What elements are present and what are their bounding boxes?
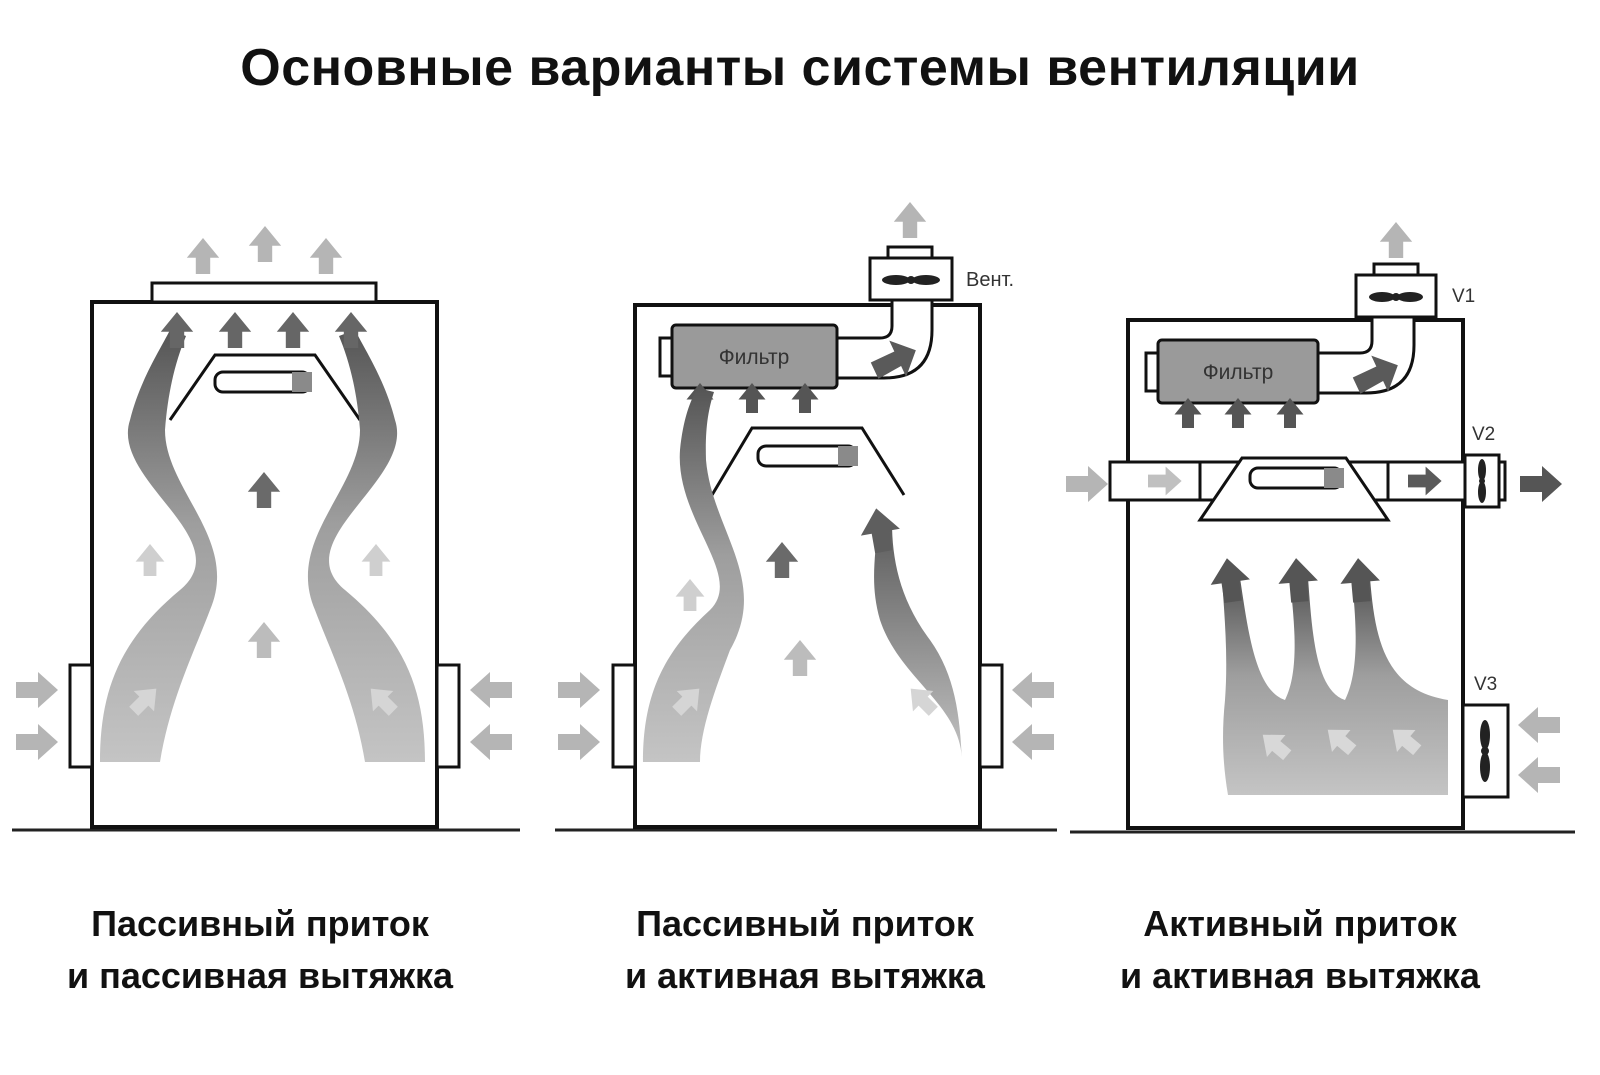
exhaust-arrows: [160, 312, 368, 348]
panel-passive-active: Фильтр Вент.: [555, 202, 1057, 832]
fan-v1-label: V1: [1452, 286, 1475, 307]
caption-panel-1: Пассивный приток и пассивная вытяжка: [0, 898, 520, 1002]
lamp-cap: [1324, 468, 1344, 488]
fan-blade-icon: [882, 275, 940, 285]
flow-ribbon-left: [643, 388, 744, 762]
fan-blade-icon: [1369, 292, 1423, 302]
caption-line-2: и пассивная вытяжка: [66, 955, 454, 996]
fan-outflow-arrow: [1379, 222, 1413, 258]
inlet-left: [68, 663, 94, 769]
filter-label: Фильтр: [719, 346, 790, 369]
room-outline: [633, 303, 982, 829]
fan-blade-icon: [1478, 459, 1486, 503]
panel-active-active: Фильтр V1: [1066, 222, 1575, 834]
filter-end-cap: [1144, 351, 1160, 393]
duct-flow-arrow: [870, 340, 916, 379]
fan-collar: [1372, 262, 1420, 277]
lamp-cap: [838, 446, 858, 466]
caption-line-2: и активная вытяжка: [1120, 955, 1480, 996]
caption-line-1: Пассивный приток: [91, 903, 429, 944]
flow-ribbon-right: [874, 520, 962, 762]
filter-end-cap: [658, 336, 674, 378]
caption-panel-3: Активный приток и активная вытяжка: [1040, 898, 1560, 1002]
inlet-left: [611, 663, 637, 769]
roof-vent: [150, 281, 378, 304]
fan-v3-label: V3: [1474, 674, 1497, 695]
heat-source-hood: [710, 426, 906, 496]
lamp-cap: [292, 372, 312, 392]
diagram-title: Основные варианты системы вентиляции: [240, 39, 1360, 97]
flow-ribbon-left: [100, 330, 218, 762]
fan-outflow-arrow: [893, 202, 927, 238]
flow-head-right: [856, 504, 904, 556]
supply-air-plume: [1222, 578, 1448, 795]
heat-source-hood: [168, 353, 362, 421]
inlet-right: [978, 663, 1004, 769]
fan-v2-label: V2: [1472, 424, 1495, 445]
outside-outflow-arrow: [1520, 466, 1562, 502]
caption-line-1: Активный приток: [1143, 903, 1457, 944]
caption-line-2: и активная вытяжка: [625, 955, 985, 996]
fan-blade-icon: [1480, 720, 1490, 782]
fan-label: Вент.: [966, 269, 1014, 291]
panel-passive-passive: [12, 226, 520, 832]
room-outline: [1126, 318, 1465, 830]
inflow-arrows: [1518, 707, 1560, 793]
outside-arrows-up: [186, 226, 343, 274]
flow-ribbon-right: [307, 330, 425, 762]
outside-inflow-arrow: [1066, 466, 1108, 502]
caption-panel-2: Пассивный приток и активная вытяжка: [545, 898, 1065, 1002]
duct-flow-arrow: [1352, 355, 1398, 394]
caption-line-1: Пассивный приток: [636, 903, 974, 944]
inlet-right: [435, 663, 461, 769]
fan-collar: [886, 245, 934, 260]
filter-label: Фильтр: [1203, 361, 1274, 384]
plume-heads: [1207, 555, 1382, 605]
